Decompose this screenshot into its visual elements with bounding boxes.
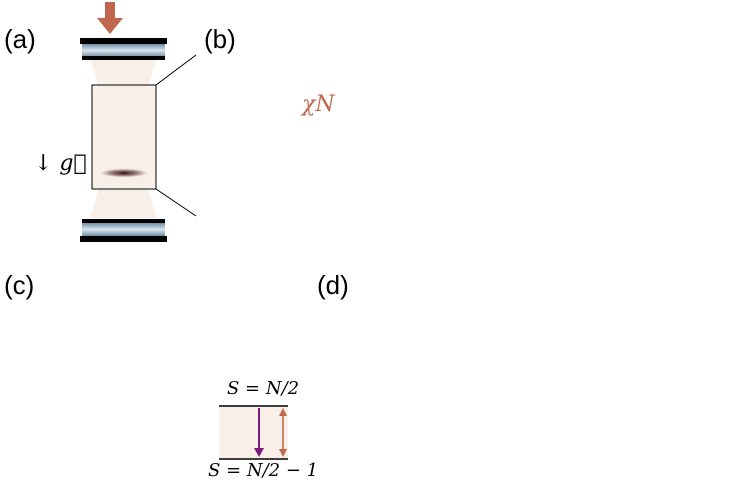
coupling-label: χN xyxy=(302,92,335,117)
panel-label-c: (c) xyxy=(4,270,35,300)
panel-label-b: (b) xyxy=(204,24,236,54)
gravity-label: ↓ g⃗ xyxy=(34,151,87,176)
atom-cloud xyxy=(100,168,148,178)
panel-label-a: (a) xyxy=(4,24,36,54)
level-gap-fill xyxy=(219,406,288,459)
zoom-line-bottom xyxy=(155,188,197,217)
top-mirror xyxy=(80,38,167,60)
bottom-mirror xyxy=(80,219,167,242)
zoom-line-top xyxy=(155,54,197,86)
transition-arrow-down xyxy=(254,408,264,457)
lower-level-label: S = N/2 − 1 xyxy=(208,460,319,481)
upper-level-label: S = N/2 xyxy=(227,378,300,399)
pump-arrow xyxy=(97,2,123,34)
coupling-arrow-double xyxy=(279,408,287,457)
panel-label-d: (d) xyxy=(317,270,349,300)
